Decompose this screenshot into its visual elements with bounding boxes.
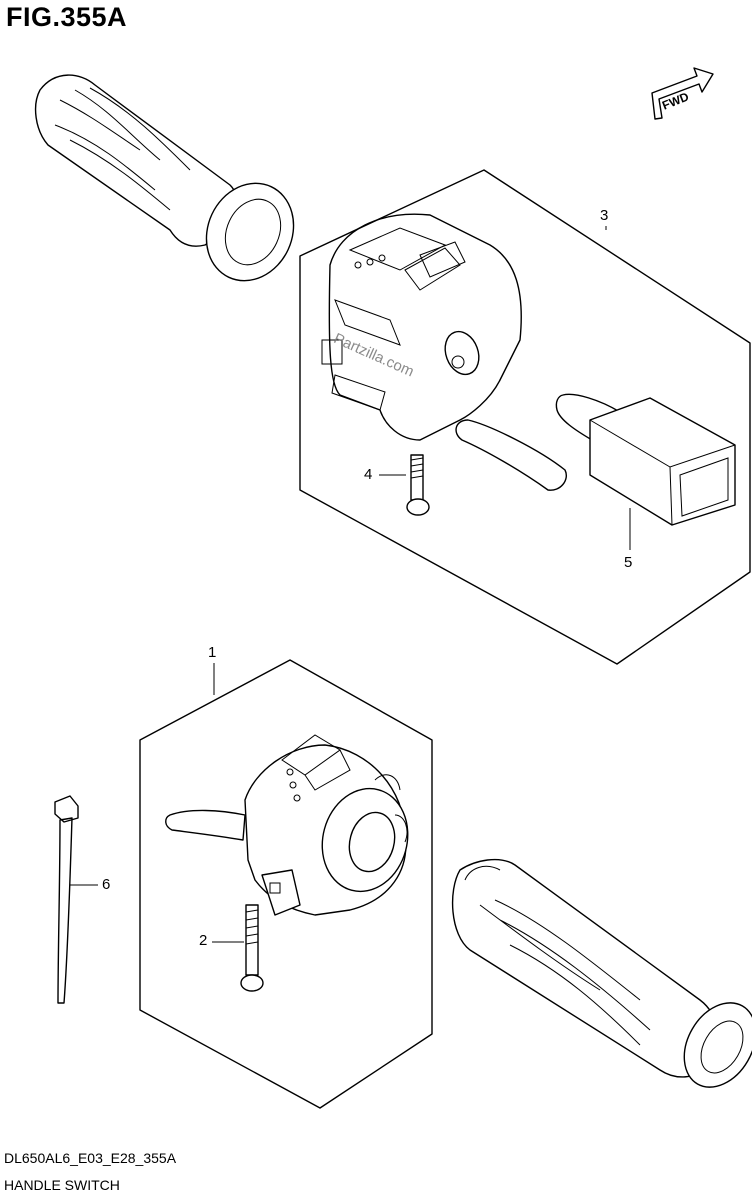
callout-3: 3 bbox=[600, 207, 609, 224]
figure-title: FIG.355A bbox=[6, 2, 128, 32]
callout-4: 4 bbox=[364, 466, 373, 483]
boot-cover-icon bbox=[555, 393, 736, 526]
callout-2: 2 bbox=[199, 932, 208, 949]
cable-tie-icon bbox=[54, 795, 79, 1004]
switch-left-icon bbox=[165, 734, 409, 916]
grip-right-icon bbox=[451, 858, 752, 1088]
screw-icon bbox=[240, 904, 264, 992]
assembly-box-3 bbox=[299, 169, 751, 665]
assembly-box-1 bbox=[139, 659, 433, 1109]
switch-right-icon bbox=[321, 213, 567, 491]
callout-5: 5 bbox=[624, 554, 633, 571]
screw-icon bbox=[406, 454, 430, 516]
callout-6: 6 bbox=[102, 876, 111, 893]
callout-1: 1 bbox=[208, 644, 217, 661]
model-code: DL650AL6_E03_E28_355A bbox=[4, 1150, 177, 1166]
fwd-arrow-icon: FWD bbox=[651, 67, 714, 120]
assembly-name: HANDLE SWITCH bbox=[4, 1177, 120, 1193]
grip-left-icon bbox=[34, 74, 295, 282]
